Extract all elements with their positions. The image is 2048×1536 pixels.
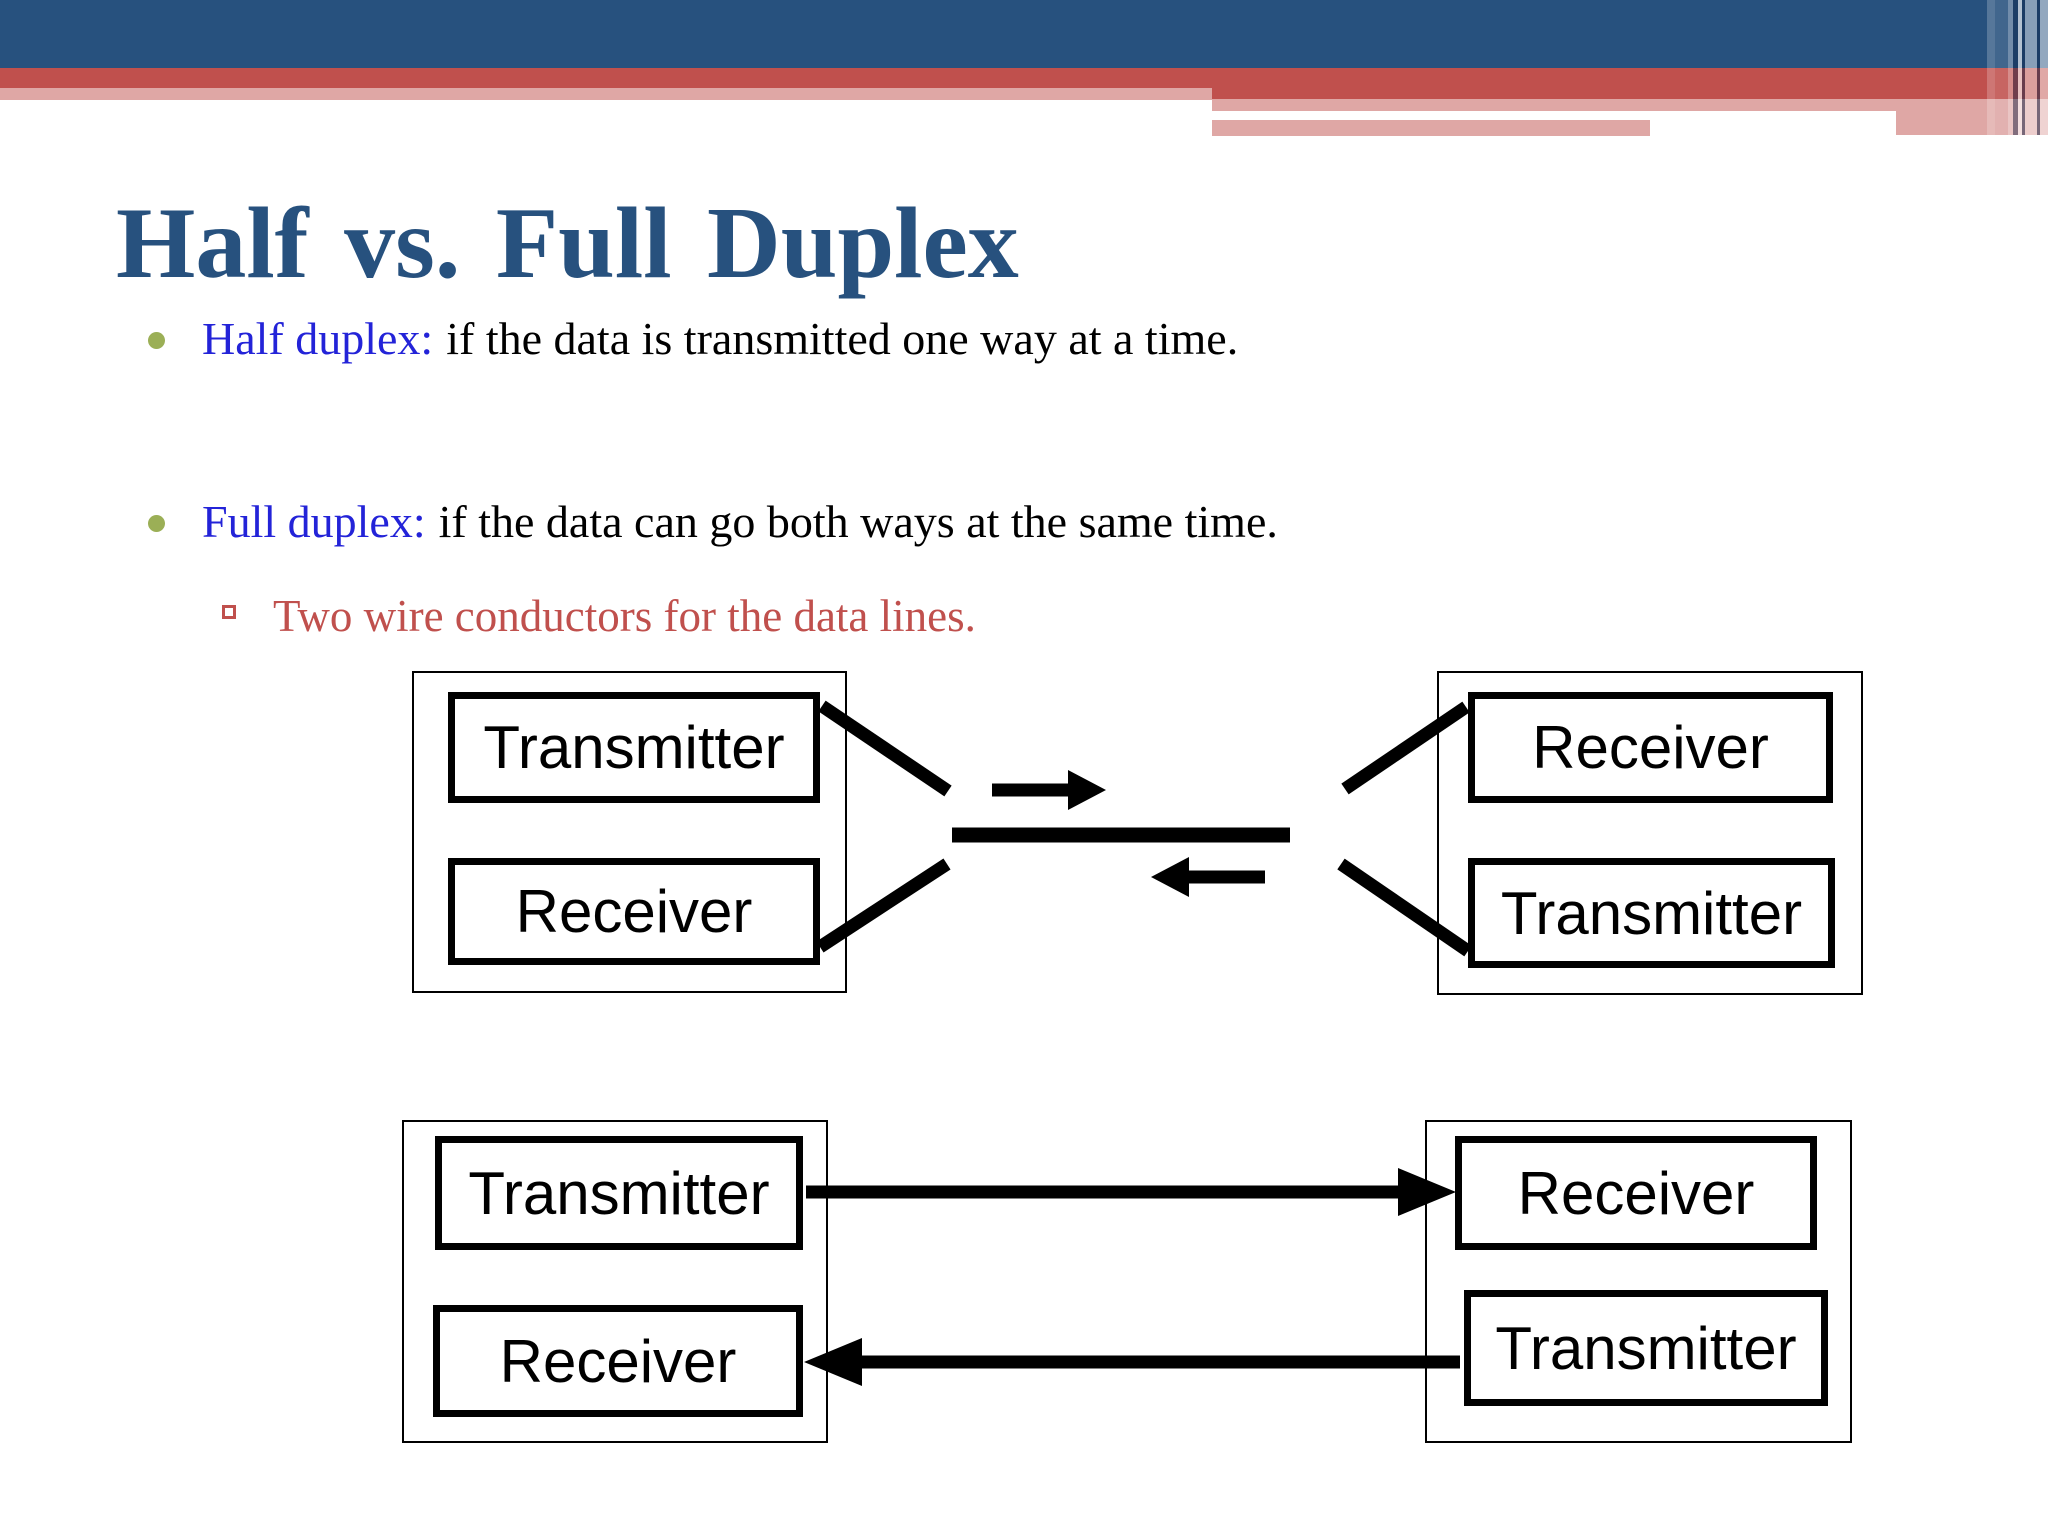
transmitter-box: Transmitter: [448, 692, 820, 803]
bullet-body: if the data is transmitted one way at a …: [446, 313, 1239, 364]
banner-stripe: [2037, 0, 2040, 135]
half-duplex-right-station-box: [1437, 671, 1863, 995]
banner-blue-band: [0, 0, 2048, 68]
receiver-label: Receiver: [515, 878, 753, 945]
transmitter-label: Transmitter: [468, 1159, 770, 1227]
transmitter-box: Transmitter: [1468, 858, 1835, 968]
banner-stripe: [1995, 0, 2008, 135]
banner-stripe: [1987, 0, 1995, 135]
banner-stripe: [2008, 0, 2013, 135]
banner-pink-band-left: [0, 88, 1212, 100]
transmitter-box: Transmitter: [435, 1136, 803, 1250]
transmitter-box: Transmitter: [1464, 1290, 1828, 1406]
bullet-keyword: Half duplex:: [202, 313, 434, 364]
sub-bullet-text: Two wire conductors for the data lines.: [273, 591, 976, 641]
banner-red-band-right: [1212, 68, 2048, 99]
sub-bullet-two-wire: Two wire conductors for the data lines.: [222, 590, 1822, 642]
banner-red-band-left: [0, 68, 1212, 88]
full-duplex-left-station-box: [402, 1120, 828, 1443]
bullet-dot-icon: [148, 332, 165, 349]
banner-stripe: [2013, 0, 2018, 135]
bullet-keyword: Full duplex:: [202, 496, 426, 547]
banner-stripe: [2018, 0, 2022, 135]
banner-stripe: [2025, 0, 2037, 135]
bullet-full-duplex: Full duplex:if the data can go both ways…: [148, 495, 1968, 548]
receiver-label: Receiver: [499, 1327, 737, 1395]
bullet-text: Full duplex:if the data can go both ways…: [202, 495, 1278, 548]
receiver-label: Receiver: [1517, 1159, 1755, 1227]
bullet-half-duplex: Half duplex:if the data is transmitted o…: [148, 312, 1968, 365]
bullet-body: if the data can go both ways at the same…: [438, 496, 1278, 547]
banner-pink-band-lower: [1212, 120, 1650, 136]
receiver-box: Receiver: [1455, 1136, 1817, 1250]
receiver-box: Receiver: [433, 1305, 803, 1417]
bullet-text: Half duplex:if the data is transmitted o…: [202, 312, 1238, 365]
half-duplex-left-station-box: [412, 671, 847, 993]
square-bullet-icon: [222, 605, 236, 619]
receiver-label: Receiver: [1532, 714, 1769, 781]
banner-stripe: [2040, 0, 2048, 135]
transmitter-label: Transmitter: [1495, 1314, 1797, 1382]
banner-pink-band-right: [1212, 99, 2048, 111]
banner-stripe: [2022, 0, 2025, 135]
page-title: Half vs. Full Duplex: [116, 187, 1019, 300]
receiver-box: Receiver: [448, 858, 820, 965]
transmitter-label: Transmitter: [483, 714, 785, 781]
full-duplex-right-station-box: [1425, 1120, 1852, 1443]
receiver-box: Receiver: [1468, 692, 1833, 803]
transmitter-label: Transmitter: [1500, 879, 1803, 947]
bullet-dot-icon: [148, 515, 165, 532]
